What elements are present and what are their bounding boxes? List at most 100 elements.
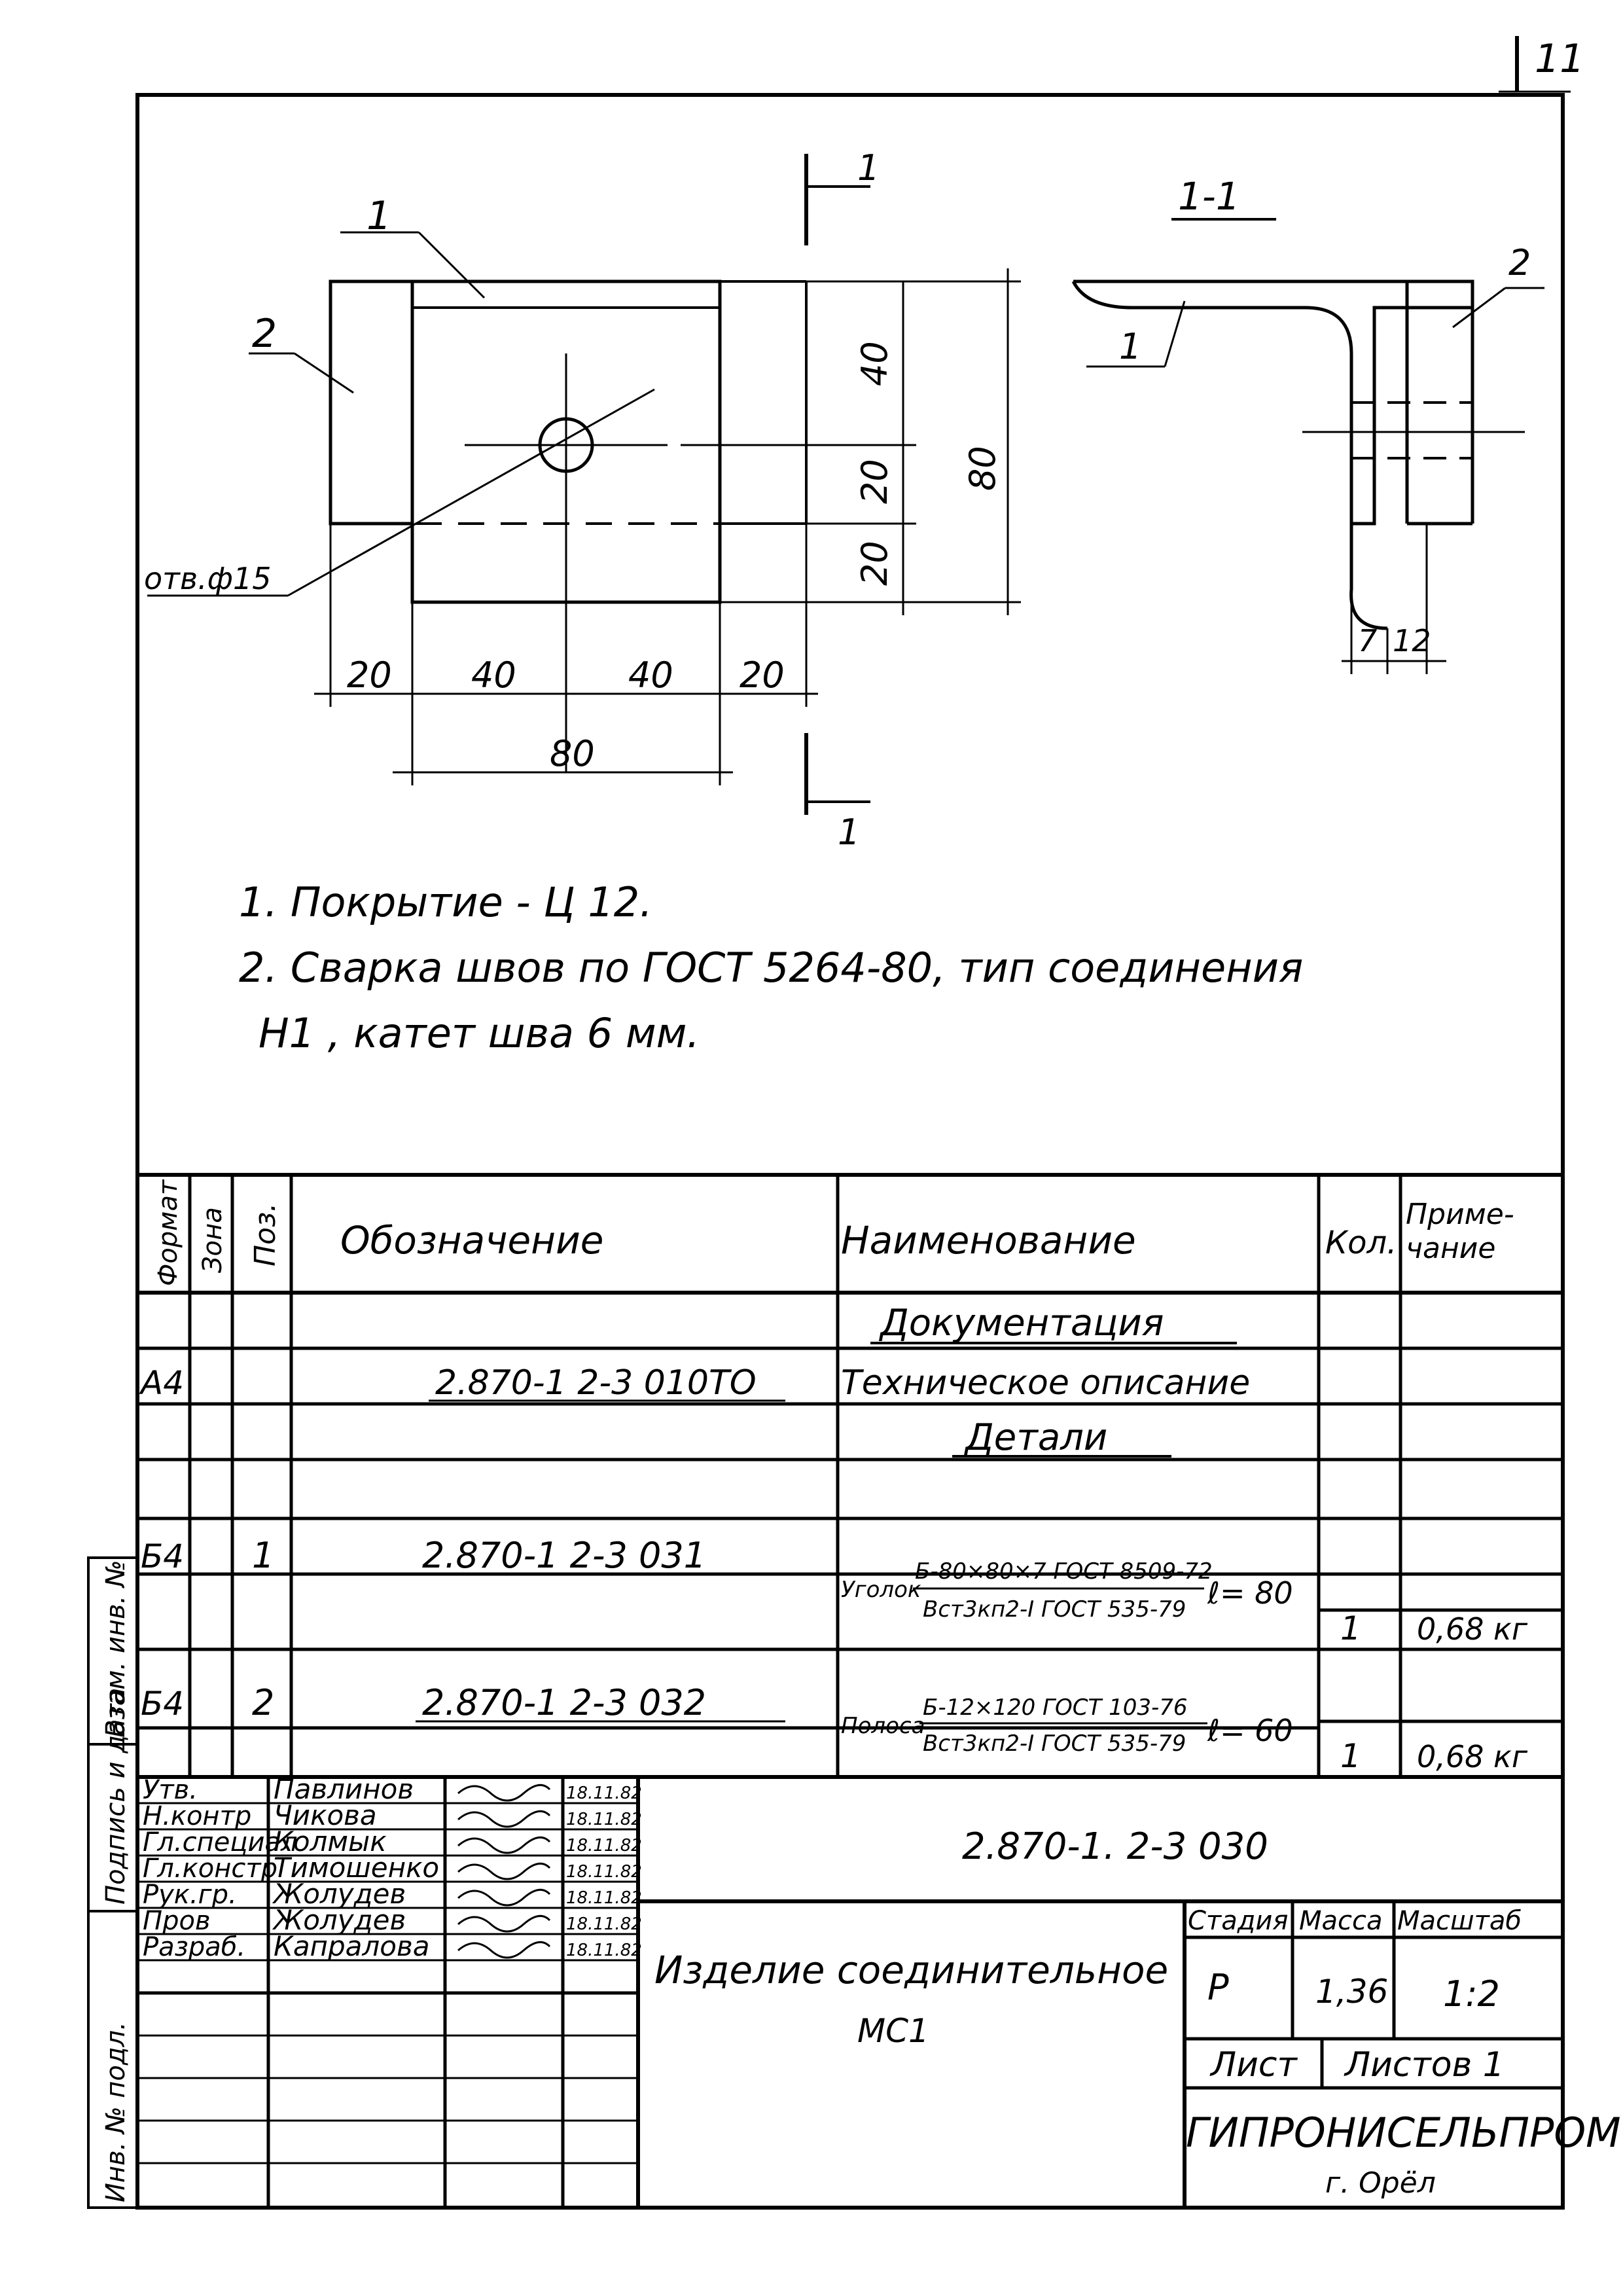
callout-2: 2 <box>252 311 277 357</box>
signer-date: 18.11.82 <box>566 1888 642 1908</box>
dim-bottom-4: 20 <box>740 655 785 696</box>
section-mark-bottom: 1 <box>838 812 860 853</box>
sheet-label: Лист <box>1209 2045 1298 2085</box>
signature-mark <box>457 1810 551 1828</box>
section-documentation: Документация <box>878 1302 1164 1344</box>
scale-label: Масштаб <box>1397 1906 1522 1936</box>
header-designation: Обозначение <box>340 1218 603 1263</box>
signer-date: 18.11.82 <box>566 1862 642 1882</box>
row1-format: Б4 <box>141 1537 184 1575</box>
signature-mark <box>457 1836 551 1854</box>
title-block-grid <box>137 1777 1563 2208</box>
row1-qty: 1 <box>1340 1609 1361 1647</box>
signer-role: Гл.специал <box>143 1827 298 1857</box>
signer-date: 18.11.82 <box>566 1784 642 1803</box>
dim-80-vertical: 80 <box>962 446 1003 491</box>
sheet-number: 11 <box>1535 36 1584 82</box>
row2-name-num: Б-12×120 ГОСТ 103-76 <box>923 1695 1188 1721</box>
side-stamp-signature-date: Подпись и дата <box>101 1688 131 1905</box>
dim-20-upper: 20 <box>854 459 895 504</box>
signer-role: Разраб. <box>143 1932 245 1962</box>
row1-note: 0,68 кг <box>1417 1611 1528 1647</box>
plate-2-outline <box>329 279 414 526</box>
signer-name: Павлинов <box>274 1773 414 1805</box>
mass-label: Масса <box>1299 1906 1383 1936</box>
row2-format: Б4 <box>141 1685 184 1723</box>
section-parts: Детали <box>963 1416 1107 1459</box>
dim-40: 40 <box>854 341 895 386</box>
header-note-line-2: чание <box>1406 1232 1495 1265</box>
section-callout-2: 2 <box>1508 242 1531 283</box>
vertical-dimensions <box>681 268 1021 615</box>
signature-mark <box>457 1784 551 1802</box>
signer-role: Гл.констр <box>143 1854 277 1884</box>
section-mark-top: 1 <box>857 147 880 188</box>
horizontal-dimensions <box>314 524 818 785</box>
row1-name-length: ℓ= 80 <box>1207 1575 1293 1611</box>
row1-name-den: Вст3кп2-I ГОСТ 535-79 <box>923 1596 1186 1623</box>
org-city: г. Орёл <box>1325 2166 1436 2200</box>
signer-name: Жолудев <box>272 1904 406 1936</box>
signer-name: Капралова <box>274 1930 429 1962</box>
signer-role: Утв. <box>143 1775 198 1805</box>
signature-mark <box>457 1941 551 1959</box>
row1-name-prefix: Уголок <box>841 1577 921 1603</box>
dim-bottom-1: 20 <box>347 655 392 696</box>
dim-7: 7 <box>1358 623 1377 658</box>
row2-name-prefix: Полоса <box>841 1713 925 1739</box>
row-doc-designation: 2.870-1 2-3 010ТО <box>435 1363 757 1403</box>
row-doc-name: Техническое описание <box>841 1363 1250 1403</box>
note-2-cont: Н1 , катет шва 6 мм. <box>259 1009 700 1057</box>
row-doc-format: А4 <box>139 1364 184 1402</box>
signature-mark <box>457 1914 551 1933</box>
dim-bottom-2: 40 <box>471 655 516 696</box>
signature-mark <box>457 1862 551 1880</box>
stage-label: Стадия <box>1188 1906 1288 1936</box>
signer-date: 18.11.82 <box>566 1914 642 1934</box>
sheets-label: Листов 1 <box>1344 2045 1505 2085</box>
dim-bottom-3: 40 <box>628 655 673 696</box>
section-marks <box>804 154 870 815</box>
signature-mark <box>457 1888 551 1907</box>
header-name: Наименование <box>841 1218 1136 1263</box>
section-view <box>1071 279 1544 674</box>
side-stamp-inv-original: Инв. № подл. <box>101 2022 131 2202</box>
row2-note: 0,68 кг <box>1417 1739 1528 1774</box>
header-qty: Кол. <box>1325 1225 1397 1261</box>
outer-frame <box>135 93 1565 2210</box>
signer-date: 18.11.82 <box>566 1836 642 1856</box>
main-view <box>147 231 808 772</box>
item-name-line-2: МС1 <box>857 2012 929 2050</box>
signer-name: Чикова <box>274 1799 377 1831</box>
signer-role: Н.контр <box>143 1801 251 1831</box>
row2-designation: 2.870-1 2-3 032 <box>422 1682 706 1723</box>
header-format: Формат <box>153 1179 183 1286</box>
scale-value: 1:2 <box>1443 1973 1500 2015</box>
signer-name: Колмык <box>274 1825 387 1857</box>
row2-pos: 2 <box>252 1682 274 1723</box>
header-note-line-1: Приме- <box>1406 1198 1514 1231</box>
signer-name: Жолудев <box>272 1878 406 1910</box>
doc-number: 2.870-1. 2-3 030 <box>962 1825 1268 1868</box>
hole-label: отв.ф15 <box>144 561 272 596</box>
signer-date: 18.11.82 <box>566 1810 642 1829</box>
side-stamp-replaced-inv: Взам. инв. № <box>101 1560 131 1738</box>
header-pos: Поз. <box>249 1203 282 1266</box>
stage-value: Р <box>1207 1967 1229 2008</box>
dim-12: 12 <box>1393 623 1431 658</box>
org-name: ГИПРОНИСЕЛЬПРОМ <box>1186 2109 1621 2157</box>
row2-qty: 1 <box>1340 1737 1361 1775</box>
signer-role: Рук.гр. <box>143 1880 237 1910</box>
row1-name-num: Б-80×80×7 ГОСТ 8509-72 <box>915 1558 1213 1585</box>
row2-name-length: ℓ= 60 <box>1207 1713 1293 1748</box>
note-1: 1. Покрытие - Ц 12. <box>239 878 652 926</box>
row2-name-den: Вст3кп2-I ГОСТ 535-79 <box>923 1731 1186 1757</box>
signer-date: 18.11.82 <box>566 1941 642 1960</box>
signer-name: Тимошенко <box>274 1852 439 1884</box>
mass-value: 1,36 <box>1315 1973 1388 2011</box>
dim-80-horizontal: 80 <box>550 733 595 774</box>
section-callout-1: 1 <box>1119 326 1141 367</box>
callout-1: 1 <box>366 193 391 239</box>
